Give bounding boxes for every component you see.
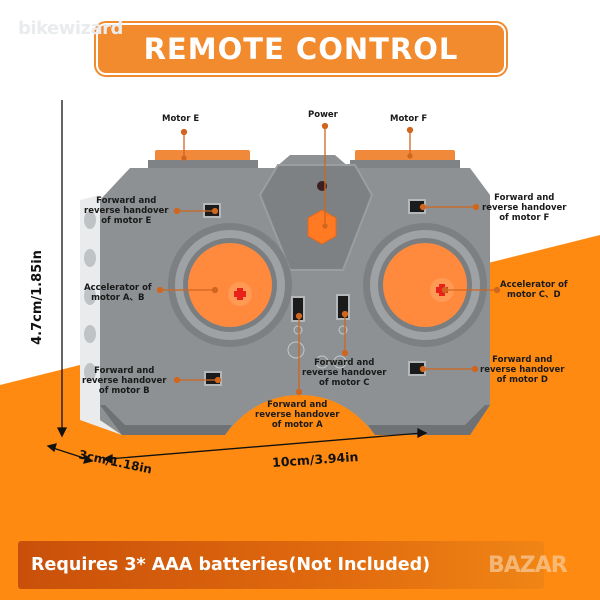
right-dial — [383, 243, 467, 327]
battery-notice: Requires 3* AAA batteries(Not Included) — [31, 555, 431, 575]
watermark: bikewizard — [18, 18, 123, 39]
dimension-height: 4.7cm/1.85in — [29, 250, 45, 345]
label-motor-f: Motor F — [390, 114, 428, 124]
page-title: REMOTE CONTROL — [143, 32, 459, 66]
label-power: Power — [308, 110, 338, 120]
label-accel-cd: Accelerator of motor C、D — [500, 280, 568, 300]
left-dial-cross-icon — [234, 288, 246, 300]
label-accel-ab: Accelerator of motor A、B — [84, 283, 152, 303]
dimension-arrows — [46, 100, 428, 465]
label-handover-c: Forward and reverse handover of motor C — [302, 358, 387, 388]
label-handover-b: Forward and reverse handover of motor B — [82, 366, 167, 396]
label-motor-e: Motor E — [162, 114, 200, 124]
label-handover-a: Forward and reverse handover of motor A — [255, 400, 340, 430]
title-banner: REMOTE CONTROL — [94, 21, 508, 77]
bazar-logo-watermark: BAZAR — [488, 553, 568, 578]
left-dial — [188, 243, 272, 327]
label-handover-d: Forward and reverse handover of motor D — [480, 355, 565, 385]
power-button — [307, 209, 337, 245]
label-handover-e: Forward and reverse handover of motor E — [84, 196, 169, 226]
side-holes — [84, 211, 96, 381]
motor-f-port — [355, 150, 455, 162]
leader-lines — [156, 122, 501, 396]
label-handover-f: Forward and reverse handover of motor F — [482, 193, 567, 223]
controller-body — [100, 155, 490, 435]
motor-e-port — [155, 150, 250, 162]
battery-notice-banner: Requires 3* AAA batteries(Not Included) — [18, 541, 544, 589]
